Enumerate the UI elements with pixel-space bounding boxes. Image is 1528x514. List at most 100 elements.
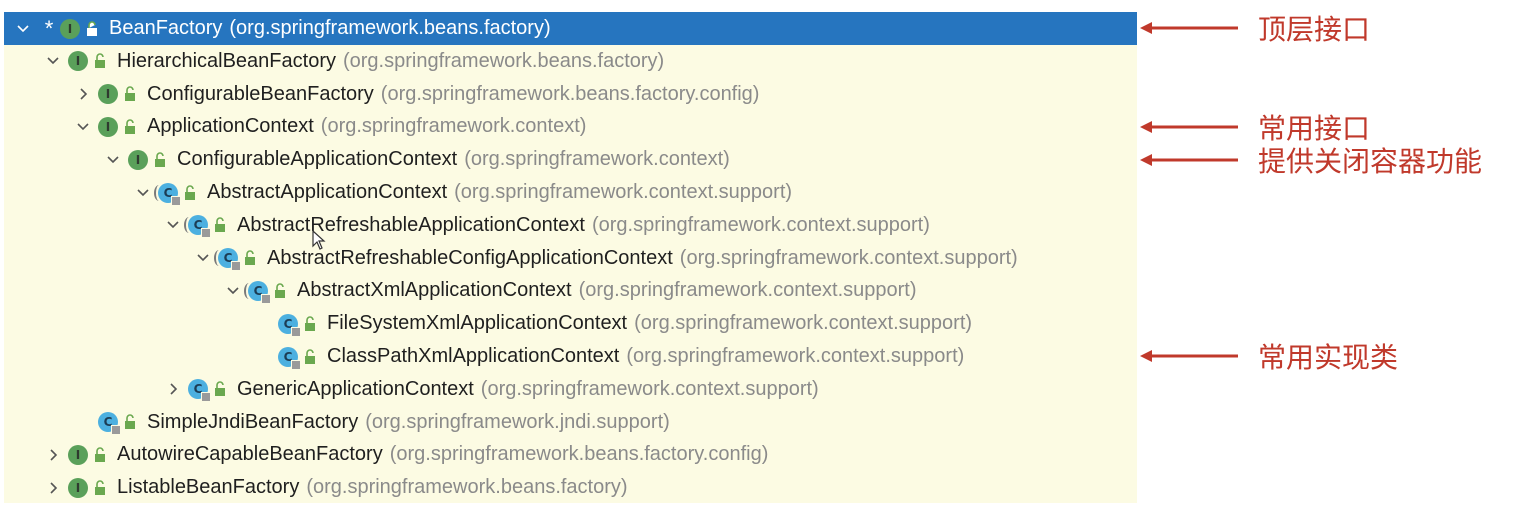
badge-icon [291,359,301,370]
mouse-cursor-icon [312,230,326,250]
type-name: AbstractRefreshableConfigApplicationCont… [267,246,673,269]
interface-icon: I [68,477,88,498]
type-name: AutowireCapableBeanFactory [117,443,383,466]
hierarchy-tree[interactable]: * I BeanFactory (org.springframework.beans.… [4,12,1137,503]
tree-row[interactable]: * I BeanFactory (org.springframework.beans.… [4,12,1137,45]
package-name: (org.springframework.jndi.support) [365,410,670,433]
public-lock-icon [83,18,101,40]
class-icon: C [278,313,301,337]
public-lock-icon [121,411,139,433]
tree-row[interactable]: C AbstractRefreshableApplicationContext (o… [4,209,1137,242]
type-name: ClassPathXmlApplicationContext [327,345,620,367]
type-name: ConfigurableApplicationContext [177,148,458,171]
interface-icon: I [68,444,88,465]
chevron-down-icon[interactable] [128,186,158,200]
interface-icon: I [60,18,80,39]
tree-row[interactable]: I ConfigurableApplicationContext (org.spri… [4,143,1137,176]
package-name: (org.springframework.beans.factory) [229,17,551,39]
type-name: FileSystemXmlApplicationContext [327,312,628,335]
annotation-text: 顶层接口 [1258,13,1371,47]
badge-icon [171,195,181,206]
left-arrow-icon [1140,22,1238,35]
left-arrow-icon [1140,350,1238,363]
class-icon: C [214,248,241,272]
interface-icon: I [98,116,118,137]
public-lock-icon [121,83,139,105]
chevron-down-icon[interactable] [68,120,98,134]
public-lock-icon [151,149,169,171]
chevron-right-icon[interactable] [38,448,68,462]
tree-row[interactable]: I HierarchicalBeanFactory (org.springframe… [4,45,1137,78]
type-name: AbstractApplicationContext [207,181,448,203]
type-name: GenericApplicationContext [237,377,474,400]
public-lock-icon [211,378,229,400]
type-name: ApplicationContext [147,115,314,138]
type-name: BeanFactory [109,17,223,39]
class-icon: C [184,215,211,239]
star-marker: * [44,15,54,41]
package-name: (org.springframework.beans.factory.confi… [389,443,769,466]
chevron-right-icon[interactable] [38,481,68,495]
badge-icon [261,293,271,304]
chevron-down-icon[interactable] [218,284,248,298]
interface-icon: I [128,149,148,170]
badge-icon [231,261,241,272]
package-name: (org.springframework.beans.factory) [306,476,628,499]
tree-row[interactable]: I AutowireCapableBeanFactory (org.springfr… [4,438,1137,471]
interface-icon: I [98,84,118,105]
tree-row[interactable]: C AbstractRefreshableConfigApplicationCon… [4,242,1137,275]
public-lock-icon [241,247,259,269]
interface-icon: I [68,51,88,72]
badge-icon [111,425,121,436]
public-lock-icon [211,214,229,236]
package-name: (org.springframework.beans.factory) [342,49,665,72]
annotation: 提供关闭容器功能 [1140,142,1482,178]
type-name: ConfigurableBeanFactory [147,82,374,105]
public-lock-icon [181,182,199,204]
left-arrow-icon [1140,120,1238,133]
annotation-text: 提供关闭容器功能 [1258,144,1483,178]
tree-row[interactable]: C SimpleJndiBeanFactory (org.springframewo… [4,406,1137,439]
tree-row[interactable]: C FileSystemXmlApplicationContext (org.spr… [4,307,1137,340]
chevron-right-icon[interactable] [68,87,98,101]
badge-icon [201,392,211,403]
chevron-down-icon[interactable] [38,54,68,68]
package-name: (org.springframework.context.support) [454,181,793,203]
chevron-down-icon[interactable] [188,251,218,265]
badge-icon [291,326,301,337]
annotation: 常用实现类 [1140,338,1398,374]
class-icon: C [278,346,301,370]
chevron-down-icon[interactable] [8,22,38,36]
public-lock-icon [271,280,289,302]
annotation: 顶层接口 [1140,10,1370,46]
chevron-down-icon[interactable] [98,153,128,167]
public-lock-icon [301,313,319,335]
public-lock-icon [121,116,139,138]
chevron-down-icon[interactable] [158,218,188,232]
type-name: HierarchicalBeanFactory [117,49,336,72]
public-lock-icon [91,477,109,499]
chevron-right-icon[interactable] [158,382,188,396]
package-name: (org.springframework.context.support) [634,312,973,335]
package-name: (org.springframework.context) [320,115,587,138]
package-name: (org.springframework.beans.factory.confi… [380,82,760,105]
public-lock-icon [91,50,109,72]
type-name: SimpleJndiBeanFactory [147,410,359,433]
annotation-text: 常用实现类 [1258,341,1399,375]
class-icon: C [98,412,121,436]
tree-row[interactable]: I ApplicationContext (org.springframework.… [4,110,1137,143]
package-name: (org.springframework.context.support) [480,377,819,400]
tree-row[interactable]: I ConfigurableBeanFactory (org.springframe… [4,78,1137,111]
type-name: AbstractRefreshableApplicationContext [237,213,585,236]
package-name: (org.springframework.context.support) [591,213,930,236]
package-name: (org.springframework.context) [464,148,730,171]
public-lock-icon [91,444,109,466]
annotation-text: 常用接口 [1258,111,1371,145]
type-name: AbstractXmlApplicationContext [297,279,572,302]
package-name: (org.springframework.context.support) [679,246,1018,269]
